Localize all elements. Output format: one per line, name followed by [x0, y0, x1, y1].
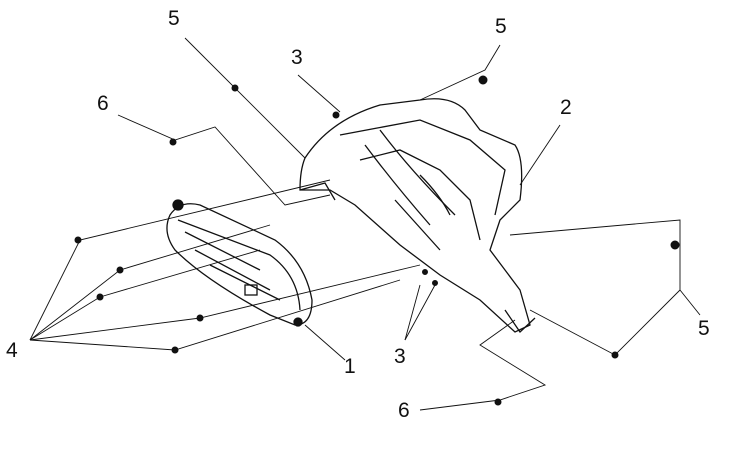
callout-5-right: 5: [698, 317, 710, 340]
leader-lines: [29, 37, 701, 411]
callout-6-left: 6: [97, 92, 109, 115]
callout-4: 4: [6, 339, 18, 362]
front-cowl-part: [299, 98, 536, 333]
callout-1: 1: [344, 355, 356, 378]
callout-3-bottom: 3: [394, 345, 406, 368]
callout-5-top-right: 5: [495, 15, 507, 38]
callout-5-top-left: 5: [168, 7, 180, 30]
screws: [74, 75, 680, 406]
callout-3-top: 3: [291, 46, 303, 69]
callout-6-bottom: 6: [398, 399, 410, 422]
instrument-cluster-part: [166, 199, 313, 327]
callout-2: 2: [560, 96, 572, 119]
